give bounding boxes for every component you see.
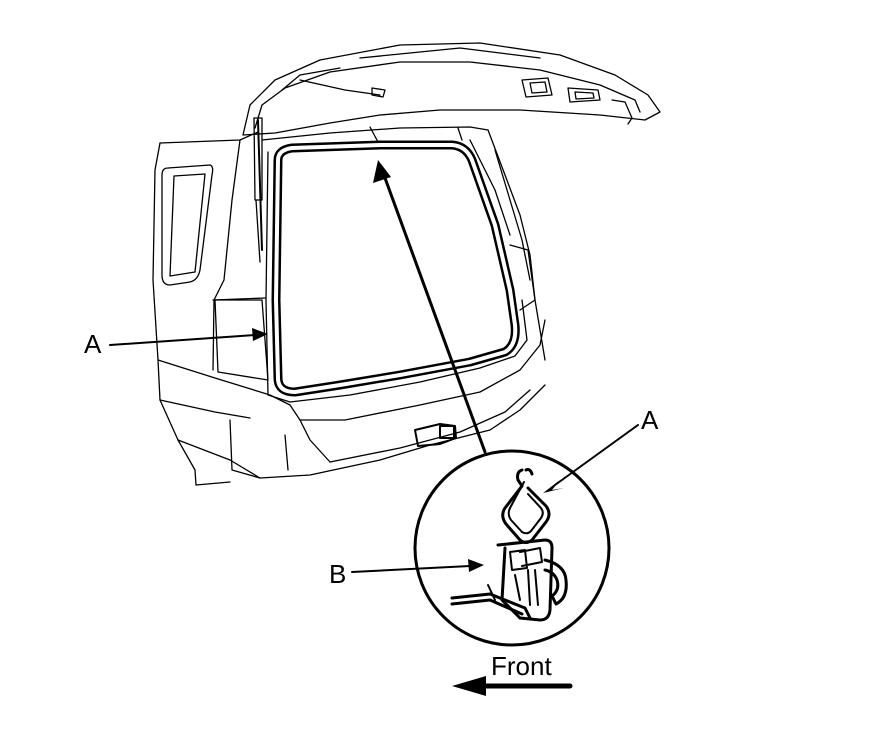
vehicle-body	[152, 129, 546, 486]
leader-lines	[109, 160, 639, 573]
front-direction-indicator	[452, 676, 573, 696]
door-opening-seal	[265, 139, 528, 403]
front-arrow-head	[452, 676, 486, 696]
tailgate	[242, 42, 661, 263]
arrow-head-left-a	[252, 328, 268, 341]
label-front: Front	[491, 651, 552, 681]
label-clip-detail: B	[329, 559, 346, 589]
arrow-head-detail-a	[543, 480, 564, 493]
label-seal-left: A	[84, 329, 102, 359]
seal-detail-view	[413, 449, 611, 647]
label-seal-detail: A	[641, 405, 659, 435]
arrow-head-b	[468, 559, 484, 572]
arrow-head-top-seal	[373, 160, 391, 183]
